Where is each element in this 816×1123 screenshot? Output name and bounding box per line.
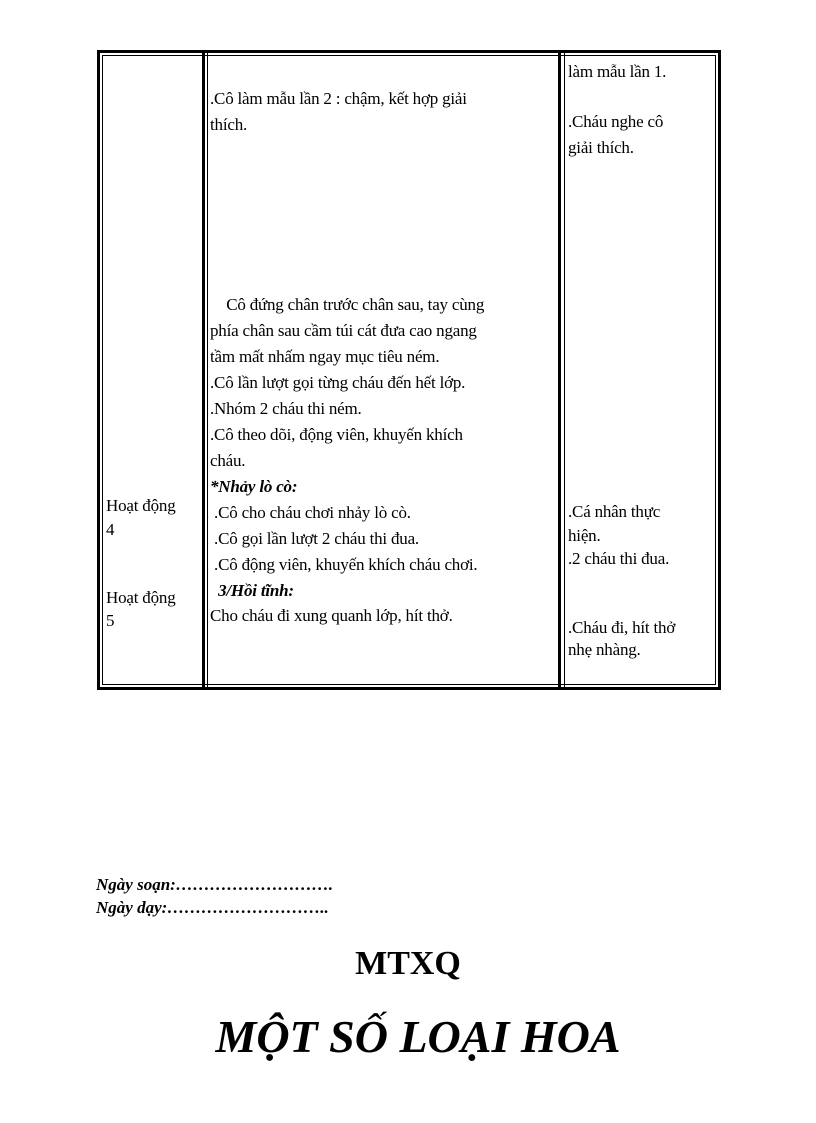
- text-line: cháu.: [210, 451, 246, 470]
- text-line: .Cô gọi lần lượt 2 cháu thi đua.: [210, 529, 419, 548]
- section-heading: *Nhảy lò cò:: [210, 477, 298, 496]
- activity-label: Hoạt động: [106, 496, 176, 515]
- text-line: .Cá nhân thực: [568, 502, 661, 521]
- text-line: .Cô theo dõi, động viên, khuyến khích: [210, 425, 463, 444]
- text-line: Cô đứng chân trước chân sau, tay cùng: [210, 295, 485, 314]
- subject-heading: MTXQ: [355, 945, 461, 982]
- lesson-title: MỘT SỐ LOẠI HOA: [215, 1011, 621, 1062]
- text-line: .Cô lần lượt gọi từng cháu đến hết lớp.: [210, 373, 466, 392]
- section-heading: 3/Hồi tĩnh:: [210, 581, 294, 600]
- text-line: .Cháu đi, hít thở: [568, 618, 676, 637]
- text-line: .Nhóm 2 cháu thi ném.: [210, 399, 362, 418]
- text-line: .Cháu nghe cô: [568, 112, 664, 131]
- text-line: thích.: [210, 115, 248, 134]
- text-line: .2 cháu thi đua.: [568, 549, 670, 568]
- text-line: .Cô làm mẫu lần 2 : chậm, kết hợp giải: [210, 89, 467, 108]
- text-line: phía chân sau cầm túi cát đưa cao ngang: [210, 321, 477, 340]
- text-line: Cho cháu đi xung quanh lớp, hít thở.: [210, 606, 453, 625]
- activity-label: Hoạt động: [106, 588, 176, 607]
- text-line: giải thích.: [568, 138, 634, 157]
- date-taught: Ngày dạy:………………………..: [96, 898, 329, 917]
- text-line: nhẹ nhàng.: [568, 640, 641, 659]
- activity-table: [97, 50, 721, 690]
- text-line: tầm mất nhấm ngay mục tiêu ném.: [210, 347, 440, 366]
- text-line: .Cô động viên, khuyến khích cháu chơi.: [210, 555, 478, 574]
- text-line: .Cô cho cháu chơi nhảy lò cò.: [210, 503, 411, 522]
- activity-number: 4: [106, 520, 115, 539]
- text-line: hiện.: [568, 526, 601, 545]
- text-line: làm mẫu lần 1.: [568, 62, 667, 81]
- activity-number: 5: [106, 611, 115, 630]
- date-prepared: Ngày soạn:……………………….: [96, 875, 334, 894]
